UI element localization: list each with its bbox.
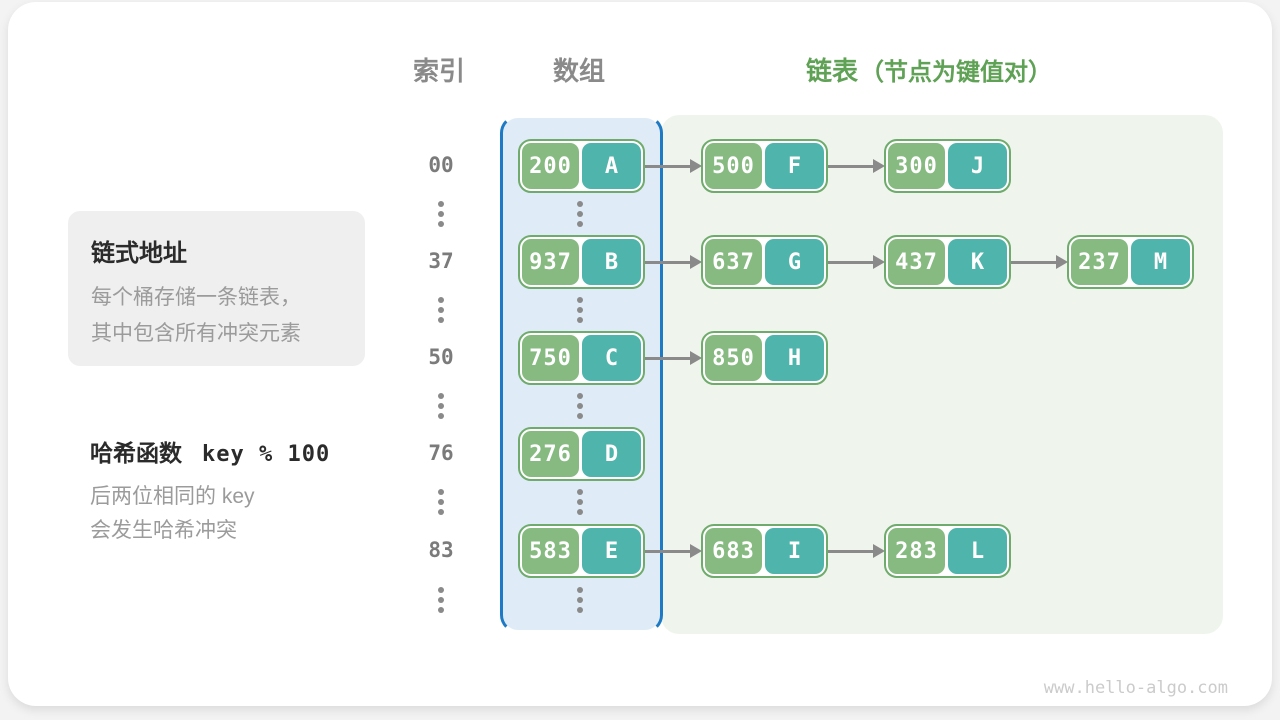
key-cell: 937 <box>522 239 579 285</box>
key-cell: 500 <box>705 143 762 189</box>
kv-node: 276 D <box>518 427 645 481</box>
kv-node: 750 C <box>518 331 645 385</box>
vertical-ellipsis <box>438 201 444 227</box>
hash-function-note: 哈希函数 key % 100 后两位相同的 key 会发生哈希冲突 <box>90 434 330 548</box>
diagram-card: 索引 数组 链表 （节点为键值对） 链式地址 每个桶存储一条链表， 其中包含所有… <box>8 2 1272 706</box>
kv-node: 850 H <box>701 331 828 385</box>
key-cell: 300 <box>888 143 945 189</box>
key-cell: 283 <box>888 528 945 574</box>
header-index: 索引 <box>412 56 465 86</box>
value-cell: H <box>765 335 824 381</box>
key-cell: 637 <box>705 239 762 285</box>
index-label-50: 50 <box>428 345 454 369</box>
header-array: 数组 <box>552 56 605 86</box>
key-cell: 437 <box>888 239 945 285</box>
vertical-ellipsis <box>577 489 583 515</box>
value-cell: E <box>582 528 641 574</box>
vertical-ellipsis <box>577 201 583 227</box>
hash-function-formula: key % 100 <box>202 442 331 467</box>
vertical-ellipsis <box>577 393 583 419</box>
value-cell: M <box>1131 239 1190 285</box>
key-cell: 200 <box>522 143 579 189</box>
arrow-right-icon <box>828 543 885 559</box>
header-linked-list: 链表 （节点为键值对） <box>806 56 1052 88</box>
kv-node: 583 E <box>518 524 645 578</box>
bucket-row-50: 750 C 850 H <box>518 331 828 385</box>
hash-note-line: 会发生哈希冲突 <box>90 519 237 542</box>
kv-node: 237 M <box>1067 235 1194 289</box>
panel-line: 其中包含所有冲突元素 <box>91 322 301 345</box>
kv-node: 683 I <box>701 524 828 578</box>
kv-node: 937 B <box>518 235 645 289</box>
bucket-row-76: 276 D <box>518 427 645 481</box>
hash-note-line: 后两位相同的 key <box>90 485 255 508</box>
arrow-right-icon <box>828 158 885 174</box>
vertical-ellipsis <box>438 587 444 613</box>
kv-node: 437 K <box>884 235 1011 289</box>
value-cell: I <box>765 528 824 574</box>
index-label-00: 00 <box>428 153 454 177</box>
value-cell: J <box>948 143 1007 189</box>
vertical-ellipsis <box>438 297 444 323</box>
panel-title: 链式地址 <box>91 240 187 267</box>
key-cell: 750 <box>522 335 579 381</box>
arrow-right-icon <box>645 350 702 366</box>
index-label-76: 76 <box>428 441 454 465</box>
value-cell: F <box>765 143 824 189</box>
kv-node: 500 F <box>701 139 828 193</box>
value-cell: C <box>582 335 641 381</box>
key-cell: 237 <box>1071 239 1128 285</box>
bucket-row-37: 937 B 637 G 437 K 237 M <box>518 235 1194 289</box>
arrow-right-icon <box>645 254 702 270</box>
hash-function-label: 哈希函数 <box>90 440 182 466</box>
key-cell: 583 <box>522 528 579 574</box>
arrow-right-icon <box>1011 254 1068 270</box>
value-cell: D <box>582 431 641 477</box>
index-label-37: 37 <box>428 249 454 273</box>
hash-function-title: 哈希函数 key % 100 <box>90 434 330 468</box>
arrow-right-icon <box>645 158 702 174</box>
value-cell: G <box>765 239 824 285</box>
vertical-ellipsis <box>577 297 583 323</box>
header-linked-list-label: 链表 <box>806 56 859 86</box>
arrow-right-icon <box>645 543 702 559</box>
value-cell: A <box>582 143 641 189</box>
kv-node: 283 L <box>884 524 1011 578</box>
key-cell: 683 <box>705 528 762 574</box>
vertical-ellipsis <box>577 587 583 613</box>
value-cell: K <box>948 239 1007 285</box>
vertical-ellipsis <box>438 393 444 419</box>
key-cell: 850 <box>705 335 762 381</box>
kv-node: 300 J <box>884 139 1011 193</box>
watermark: www.hello-algo.com <box>1043 678 1228 698</box>
bucket-row-00: 200 A 500 F 300 J <box>518 139 1011 193</box>
index-label-83: 83 <box>428 538 454 562</box>
key-cell: 276 <box>522 431 579 477</box>
arrow-right-icon <box>828 254 885 270</box>
bucket-row-83: 583 E 683 I 283 L <box>518 524 1011 578</box>
chaining-info-panel: 链式地址 每个桶存储一条链表， 其中包含所有冲突元素 <box>68 211 365 366</box>
header-linked-list-note: （节点为键值对） <box>860 59 1053 86</box>
value-cell: L <box>948 528 1007 574</box>
value-cell: B <box>582 239 641 285</box>
panel-line: 每个桶存储一条链表， <box>91 286 301 309</box>
kv-node: 200 A <box>518 139 645 193</box>
kv-node: 637 G <box>701 235 828 289</box>
vertical-ellipsis <box>438 489 444 515</box>
